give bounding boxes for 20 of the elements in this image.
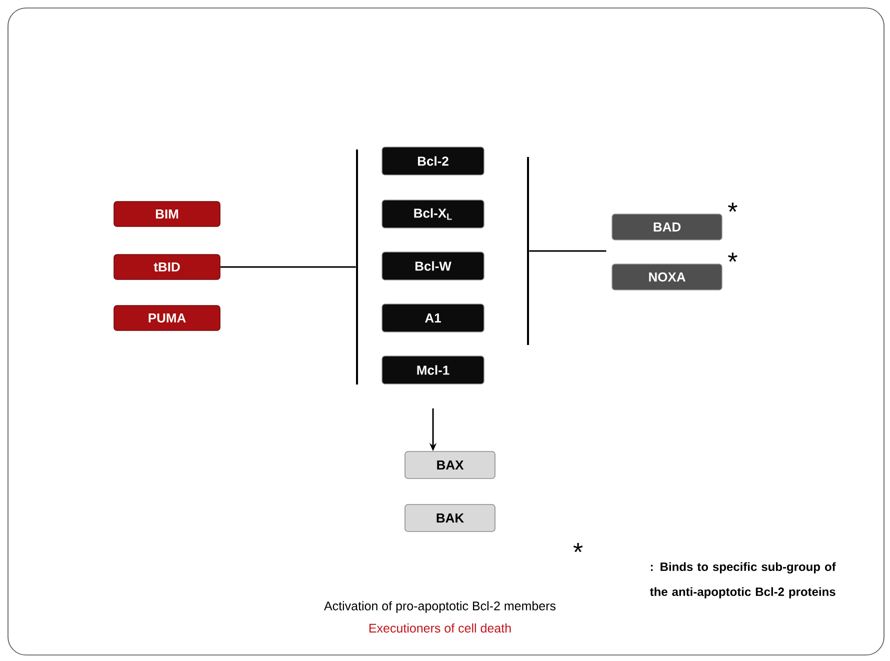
connector bbox=[529, 250, 606, 252]
effector-box: BAX bbox=[404, 451, 496, 479]
effector-box: BAK bbox=[404, 504, 496, 532]
asterisk: * bbox=[728, 252, 738, 262]
connector bbox=[220, 266, 356, 268]
anti-apoptotic-box: A1 bbox=[382, 304, 484, 332]
caption-text: Activation of pro-apoptotic Bcl-2 members bbox=[324, 601, 556, 613]
asterisk: * bbox=[573, 543, 583, 552]
anti-apoptotic-box: Mcl-1 bbox=[382, 356, 484, 384]
pro-box: BIM bbox=[114, 201, 220, 227]
asterisk: * bbox=[728, 202, 738, 212]
pro-box: PUMA bbox=[114, 305, 220, 331]
sensitizer-box: NOXA bbox=[612, 264, 722, 290]
anti-apoptotic-box: Bcl-X$_{L}$ bbox=[382, 200, 484, 228]
anti-apoptotic-box: Bcl-2 bbox=[382, 146, 484, 176]
pro-box: tBID bbox=[114, 254, 220, 280]
sensitizer-box: BAD bbox=[612, 214, 722, 240]
anti-apoptotic-box: Bcl-W bbox=[382, 252, 484, 280]
caption-text: Executioners of cell death bbox=[369, 623, 511, 633]
footnote-text: : Binds to specific sub-group of the anti-apoptotic Bcl-2 proteins bbox=[650, 562, 836, 598]
